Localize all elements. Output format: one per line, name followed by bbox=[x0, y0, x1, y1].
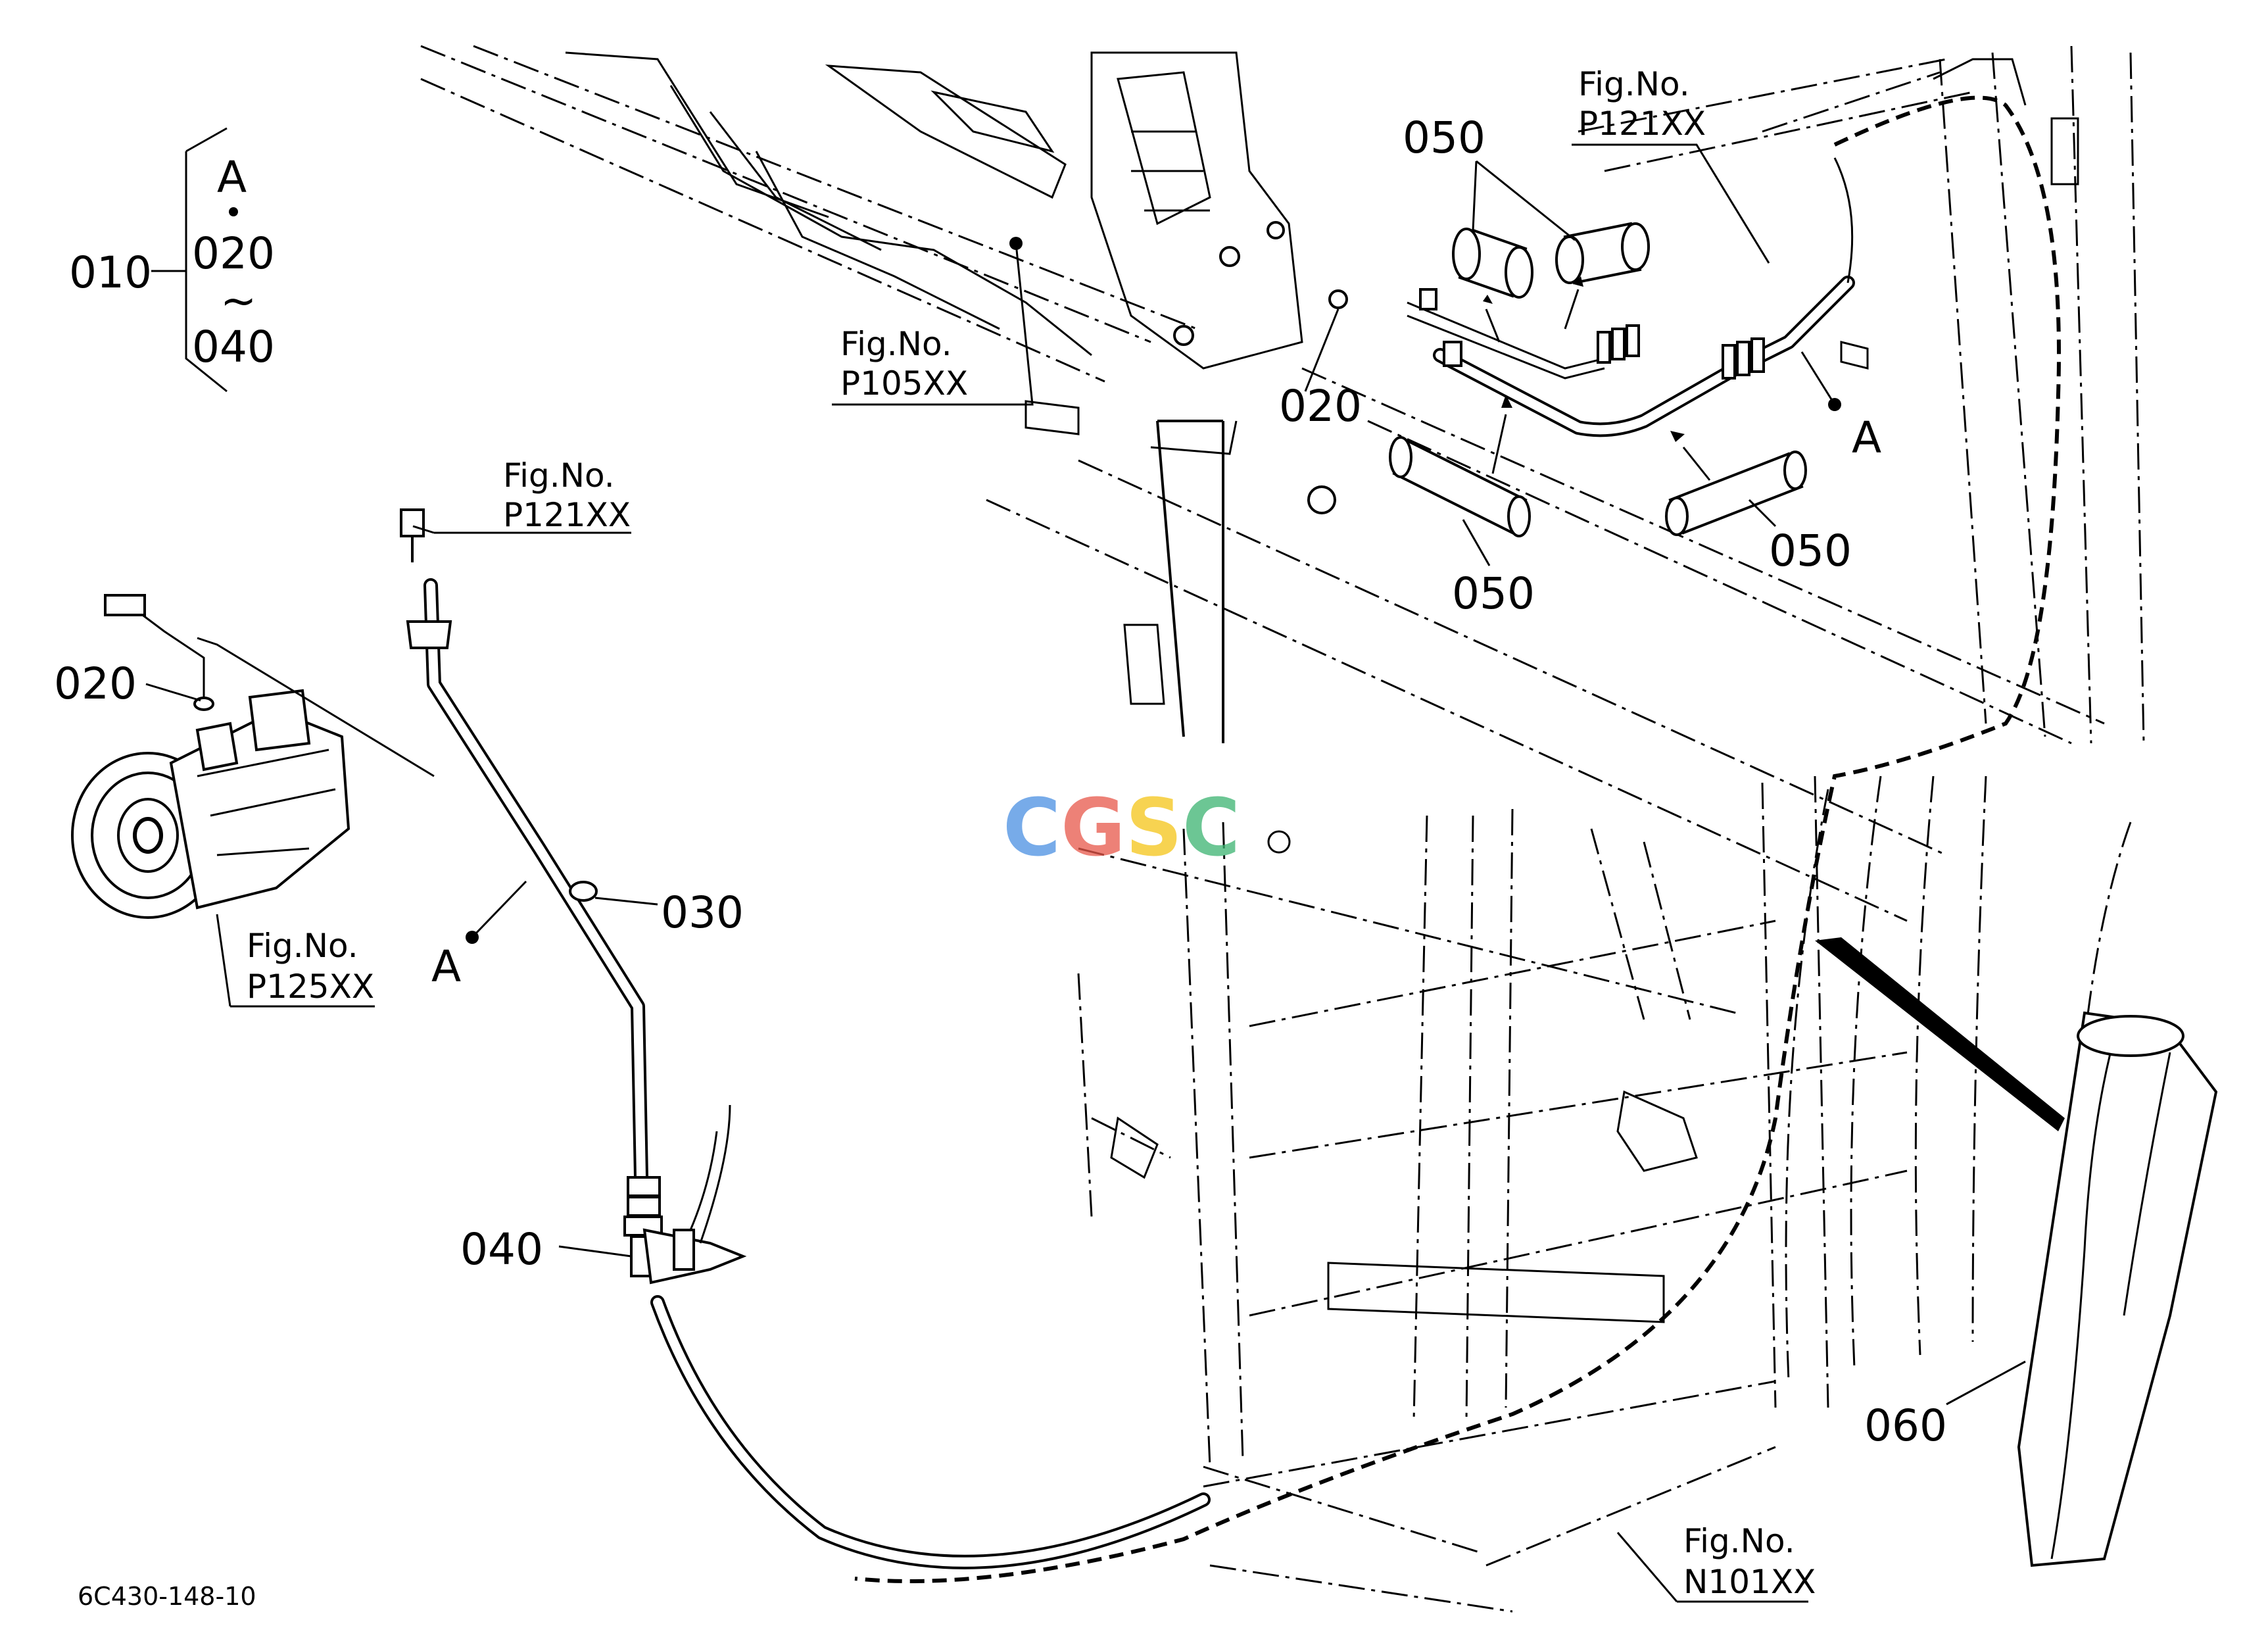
watermark-letter: G bbox=[1061, 783, 1126, 874]
fig-ref-p105: Fig.No. P105XX bbox=[840, 325, 968, 403]
fig-ref-p121-left: Fig.No. P121XX bbox=[503, 456, 631, 534]
group-line-2: 020 bbox=[192, 228, 275, 279]
fig-number: P121XX bbox=[1578, 105, 1706, 143]
callout-050-top: 050 bbox=[1403, 112, 1485, 163]
fig-number: P105XX bbox=[840, 364, 968, 403]
group-tilde: ~ bbox=[220, 276, 256, 326]
fig-caption: Fig.No. bbox=[1683, 1522, 1795, 1560]
callout-020-left: 020 bbox=[54, 658, 137, 709]
fig-ref-p121-top: Fig.No. P121XX bbox=[1578, 65, 1706, 143]
hose-fitting bbox=[1443, 324, 1765, 380]
leader-lines bbox=[145, 127, 2026, 1603]
callout-020-top: 020 bbox=[1279, 381, 1362, 431]
drawing-code: 6C430-148-10 bbox=[78, 1582, 256, 1611]
fig-number: P125XX bbox=[247, 968, 374, 1006]
fig-ref-p125: Fig.No. P125XX bbox=[247, 927, 374, 1006]
fig-number: N101XX bbox=[1683, 1563, 1816, 1601]
fig-caption: Fig.No. bbox=[247, 927, 358, 965]
fig-caption: Fig.No. bbox=[1578, 65, 1690, 103]
fig-caption: Fig.No. bbox=[503, 456, 615, 495]
fig-number: P121XX bbox=[503, 496, 631, 534]
sleeve-lower-right bbox=[1665, 451, 1807, 536]
group-line-1: A bbox=[217, 152, 247, 203]
watermark-letter: C bbox=[1003, 783, 1061, 874]
compressor-assembly bbox=[71, 594, 435, 919]
callout-050-lower-right: 050 bbox=[1769, 526, 1852, 576]
sleeve-upper-right bbox=[1555, 222, 1650, 285]
svg-text:CGSC: CGSC bbox=[1003, 783, 1240, 874]
group-bracket: 010 A 020 ~ 040 bbox=[69, 152, 275, 372]
group-number: 010 bbox=[69, 247, 152, 298]
fig-caption: Fig.No. bbox=[840, 325, 952, 363]
callout-040: 040 bbox=[460, 1224, 543, 1275]
fig-ref-n101: Fig.No. N101XX bbox=[1683, 1522, 1816, 1601]
watermark-letter: S bbox=[1126, 783, 1182, 874]
callout-050-lower-left: 050 bbox=[1452, 568, 1535, 619]
callout-030: 030 bbox=[661, 887, 744, 938]
watermark-logo: CGSC bbox=[1003, 783, 1240, 874]
weatherstrip-060 bbox=[1815, 937, 2218, 1567]
group-dot bbox=[229, 207, 238, 216]
sleeve-upper-left bbox=[1452, 228, 1533, 299]
callout-a-right: A bbox=[1852, 412, 1881, 463]
callout-a-left: A bbox=[431, 941, 461, 992]
discharge-pipe-a bbox=[400, 508, 1211, 1569]
upper-hose-a bbox=[1328, 157, 1855, 537]
watermark-letter: C bbox=[1182, 783, 1240, 874]
group-line-3: 040 bbox=[192, 322, 275, 372]
cab-frame-outline bbox=[420, 45, 2145, 1613]
sleeve-lower-left bbox=[1389, 436, 1531, 537]
callout-060: 060 bbox=[1864, 1400, 1947, 1451]
